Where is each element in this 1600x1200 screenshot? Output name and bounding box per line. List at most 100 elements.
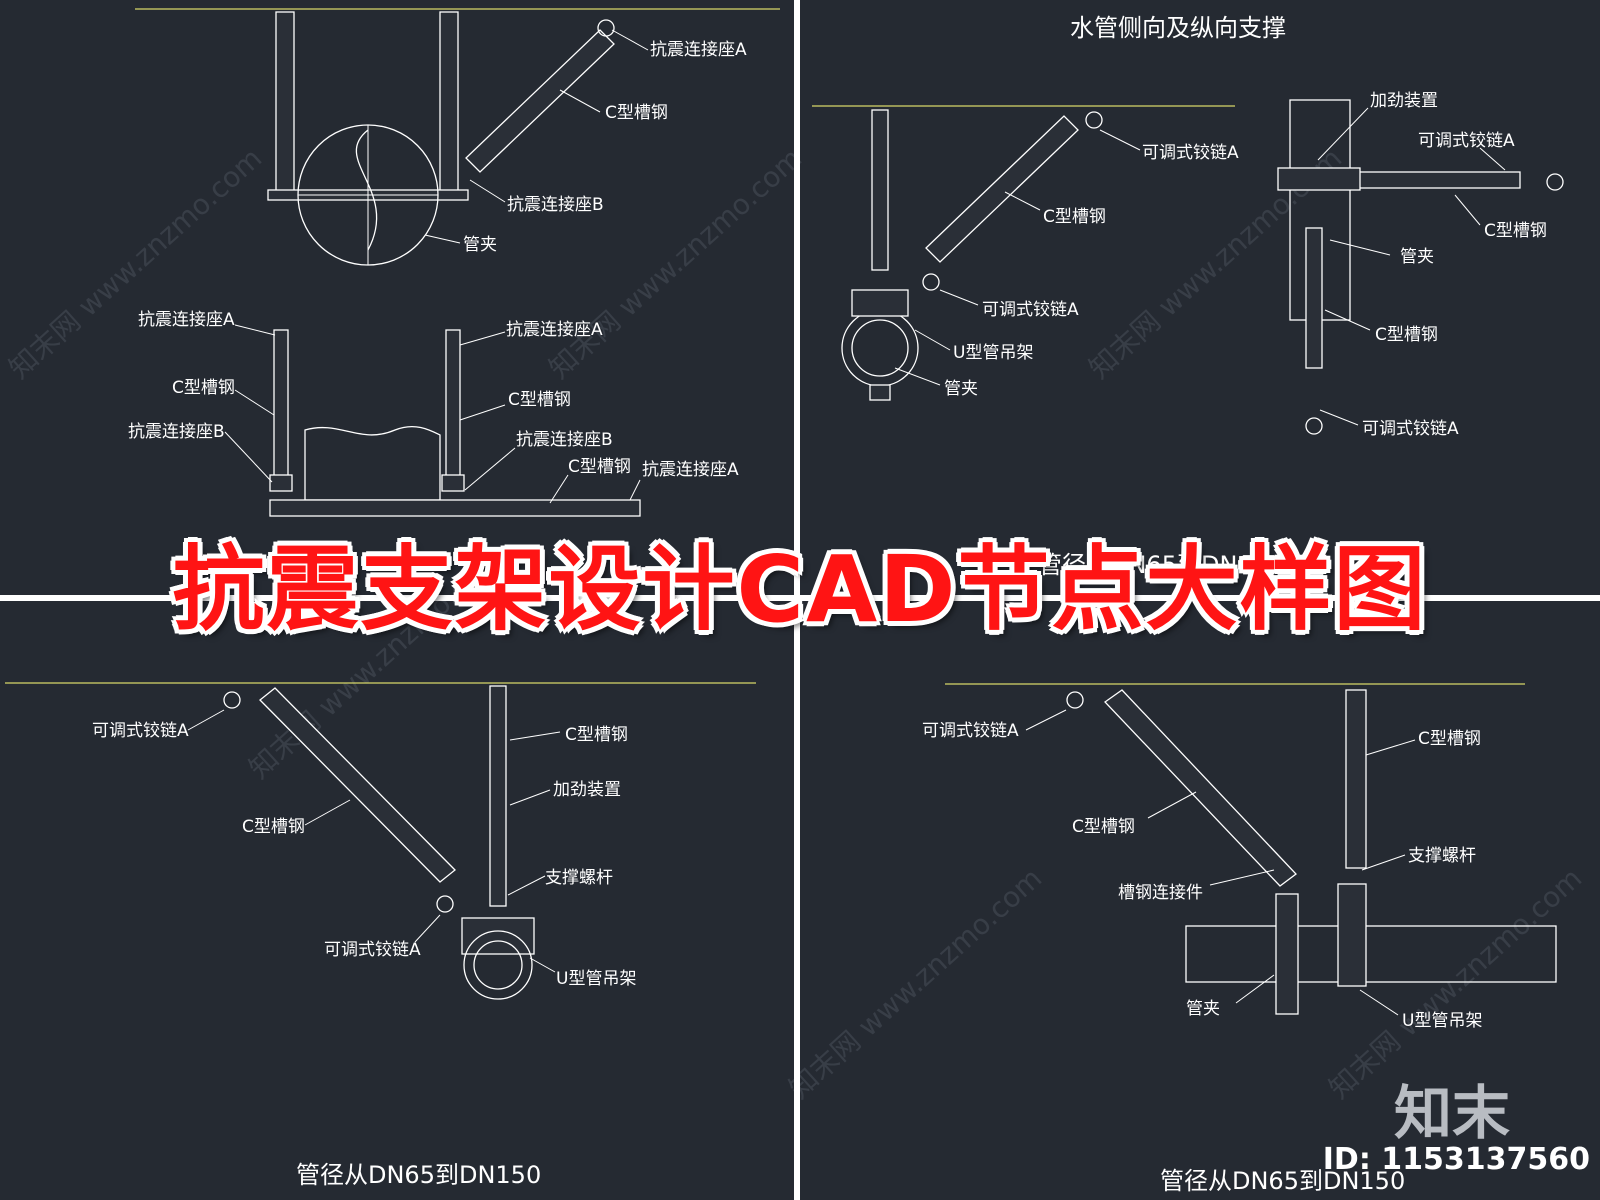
leader: [1319, 409, 1359, 426]
leader: [187, 709, 225, 731]
pipe-circle: [463, 930, 533, 1000]
label: 可调式铰链A: [1142, 143, 1239, 163]
label: C型槽钢: [568, 457, 631, 477]
seat-left: [269, 474, 293, 492]
diagonal-channel: [1104, 689, 1297, 887]
leader: [234, 324, 276, 336]
leader: [1025, 709, 1067, 731]
label: 可调式铰链A: [922, 721, 1019, 741]
label: U型管吊架: [953, 343, 1033, 363]
label: 抗震连接座A: [642, 460, 739, 480]
label: C型槽钢: [242, 817, 305, 837]
vertical-channel: [1345, 689, 1367, 869]
hinge: [1066, 691, 1084, 709]
label: 管夹: [1400, 247, 1434, 267]
label: 抗震连接座B: [507, 195, 604, 215]
label: C型槽钢: [1072, 817, 1135, 837]
watermark-text: 知末网 www.znzmo.com: [783, 861, 1049, 1105]
leader: [549, 474, 569, 504]
lower-channel: [1305, 227, 1323, 369]
leader: [939, 289, 979, 306]
leader: [459, 404, 506, 421]
leader: [1479, 147, 1506, 171]
label: 抗震连接座B: [516, 430, 613, 450]
pipe-inner: [851, 319, 909, 377]
label: 可调式铰链A: [1418, 131, 1515, 151]
panel-bottom-right: 可调式铰链A C型槽钢 C型槽钢 支撑螺杆 槽钢连接件 管夹 U型管吊架 管径从…: [922, 683, 1557, 1195]
leader: [1361, 854, 1406, 871]
leader: [1004, 191, 1041, 211]
vertical-channel: [489, 685, 507, 907]
channel-right: [439, 11, 459, 193]
leader: [424, 234, 461, 244]
channel-left: [275, 11, 295, 193]
leader: [224, 431, 273, 483]
pipe-circle: [841, 309, 919, 387]
label: C型槽钢: [172, 378, 235, 398]
leader: [559, 89, 601, 113]
hinge: [597, 19, 615, 37]
horizontal-channel: [1349, 171, 1521, 189]
label: 支撑螺杆: [1408, 846, 1476, 866]
channel-right-lower: [445, 329, 461, 491]
label: U型管吊架: [556, 969, 636, 989]
hinge: [1546, 173, 1564, 191]
panel-top-right: 水管侧向及纵向支撑 可调式铰链A C型槽钢 可调式铰链A U型管吊架 管夹 加劲: [812, 14, 1564, 579]
leader: [629, 479, 641, 501]
hinge: [1085, 111, 1103, 129]
u-hanger: [461, 917, 535, 955]
leader: [1147, 791, 1197, 819]
panel-top-left: 抗震连接座A C型槽钢 抗震连接座B 管夹 抗震连接座A C型槽钢 抗震连接座B…: [128, 8, 780, 517]
clamp-upper: [1277, 167, 1361, 191]
leader: [1235, 974, 1275, 1004]
clamp-bottom: [869, 384, 891, 401]
label: 可调式铰链A: [982, 300, 1079, 320]
leader: [509, 731, 561, 741]
title-banner: 抗震支架设计CAD节点大样图: [60, 530, 1540, 650]
hinge-lower: [436, 895, 454, 913]
leader: [529, 957, 556, 973]
label: 可调式铰链A: [324, 940, 421, 960]
pipe-section: [304, 426, 441, 501]
panel-bottom-left: 可调式铰链A C型槽钢 加劲装置 C型槽钢 支撑螺杆 可调式铰链A U型管吊架 …: [5, 682, 756, 1189]
label: C型槽钢: [508, 390, 571, 410]
connector: [1275, 893, 1299, 1015]
panel-caption: 管径从DN65到DN150: [1160, 1167, 1405, 1195]
leader: [894, 367, 941, 386]
label: 槽钢连接件: [1118, 883, 1203, 903]
label: C型槽钢: [1484, 221, 1547, 241]
hinge-lower: [922, 273, 940, 291]
watermark-text: 知末网 www.znzmo.com: [543, 141, 809, 385]
pipe-horizontal: [1185, 925, 1557, 983]
label: C型槽钢: [1375, 325, 1438, 345]
leader: [1324, 309, 1371, 331]
leader: [464, 447, 516, 491]
horizontal-channel: [269, 499, 641, 517]
watermark-text: 知末网 www.znzmo.com: [3, 141, 269, 385]
diagonal-channel: [925, 115, 1079, 263]
hinge: [223, 691, 241, 709]
label: 管夹: [944, 379, 978, 399]
u-hanger: [1337, 883, 1367, 987]
label: 加劲装置: [1370, 91, 1438, 111]
label: 管夹: [1186, 999, 1220, 1019]
leader: [469, 179, 506, 203]
leader: [914, 329, 951, 351]
label: C型槽钢: [1043, 207, 1106, 227]
label: 管夹: [463, 235, 497, 255]
leader: [459, 331, 506, 346]
label: U型管吊架: [1402, 1011, 1482, 1031]
diagonal-channel: [259, 687, 456, 883]
document-id: ID: 1153137560: [1322, 1142, 1590, 1177]
pipe-inner: [473, 940, 523, 990]
leader: [1365, 739, 1416, 756]
panel-caption: 管径从DN65到DN150: [296, 1161, 541, 1189]
diagonal-channel: [465, 29, 615, 173]
panel-caption: 管径从DN65到DN150: [1038, 551, 1283, 579]
label: 支撑螺杆: [545, 868, 613, 888]
leader: [611, 29, 649, 51]
label: 抗震连接座B: [128, 422, 225, 442]
leader: [1209, 869, 1275, 886]
